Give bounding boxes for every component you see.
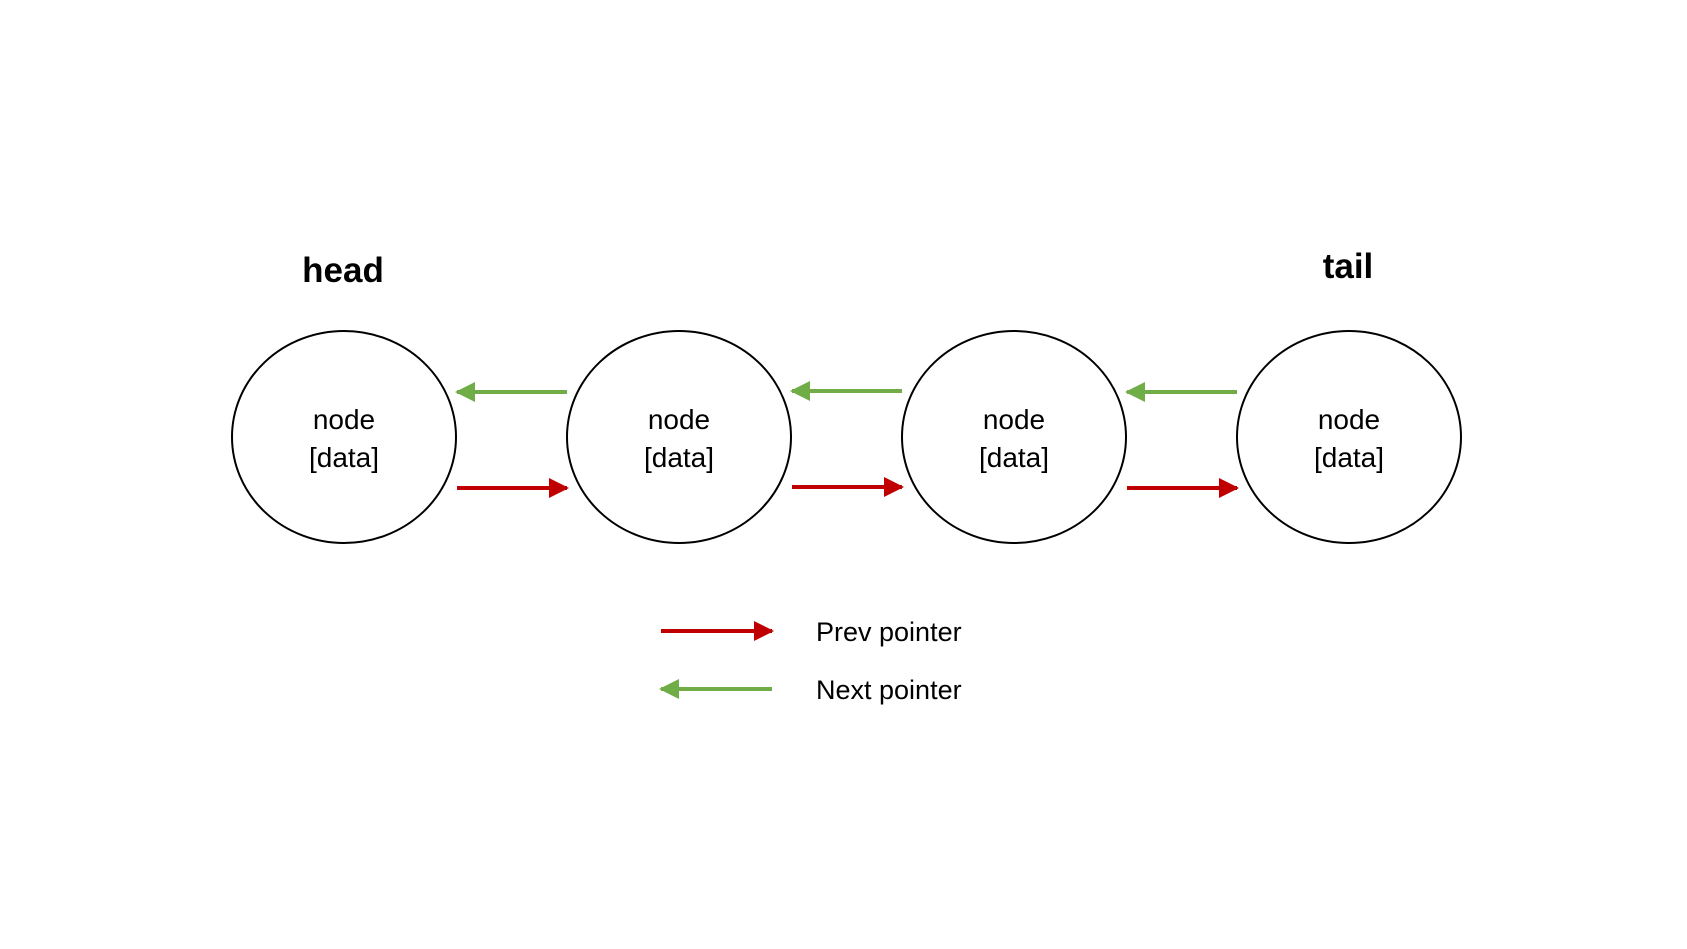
- node-2: node [data]: [566, 330, 792, 544]
- node-title: node: [983, 404, 1045, 435]
- legend-next-label: Next pointer: [816, 675, 962, 705]
- node-title: node: [1318, 404, 1380, 435]
- node-4: node [data]: [1236, 330, 1462, 544]
- node-value: [data]: [979, 442, 1049, 473]
- node-title: node: [313, 404, 375, 435]
- legend-prev-label: Prev pointer: [816, 617, 962, 647]
- node-value: [data]: [644, 442, 714, 473]
- node-circle: [901, 330, 1127, 544]
- head-label: head: [302, 251, 384, 290]
- legend: Prev pointer Next pointer: [659, 617, 962, 705]
- node-value: [data]: [1314, 442, 1384, 473]
- node-circle: [566, 330, 792, 544]
- node-1: node [data]: [231, 330, 457, 544]
- node-title: node: [648, 404, 710, 435]
- node-circle: [231, 330, 457, 544]
- node-circle: [1236, 330, 1462, 544]
- node-3: node [data]: [901, 330, 1127, 544]
- tail-label: tail: [1323, 247, 1374, 286]
- node-value: [data]: [309, 442, 379, 473]
